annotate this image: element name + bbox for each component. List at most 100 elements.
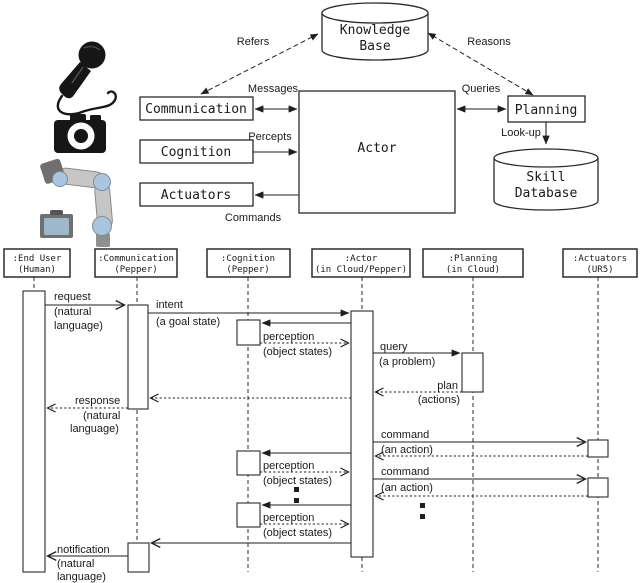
actuators-node: Actuators [139, 182, 254, 207]
lifeline-header-end-user: :End User (Human) [3, 248, 71, 278]
mic-cord [56, 90, 117, 116]
perception-label-1a: perception [263, 331, 314, 343]
activation-planning [461, 352, 484, 393]
header-box-cognition [206, 248, 291, 278]
intent-label-2: (a goal state) [156, 316, 220, 328]
mic-handle [59, 62, 91, 99]
message-perception-2: perception (object states) [260, 460, 350, 487]
message-command-1: command (an action) [373, 429, 588, 456]
lifeline-header-communication: :Communication (Pepper) [94, 248, 178, 278]
header-sub-communication: (Pepper) [114, 265, 157, 275]
sequence-diagram: request (natural language) intent (a goa… [3, 248, 638, 583]
notification-label-2: (natural [57, 558, 94, 570]
skill-database-cylinder [493, 158, 599, 211]
perception-label-3a: perception [263, 512, 314, 524]
header-sub-planning: (in Cloud) [446, 265, 500, 275]
mic-handle-ring [71, 66, 84, 84]
camera-lens-center [74, 129, 88, 143]
perception-label-1b: (object states) [263, 346, 332, 358]
commands-label: Commands [225, 212, 282, 224]
notification-label-1: notification [57, 544, 110, 556]
communication-box [139, 96, 254, 121]
refers-edge [200, 33, 319, 95]
header-box-end-user [3, 248, 71, 278]
message-plan: plan (actions) [374, 380, 462, 406]
planning-box [507, 95, 586, 123]
actuators-box [139, 182, 254, 207]
robot-control-box-screen [44, 218, 69, 235]
activation-cognition-1 [236, 319, 261, 346]
lifeline-header-actuators: :Actuators (UR5) [562, 248, 638, 278]
reasons-edge [427, 32, 534, 96]
message-perception-3: perception (object states) [260, 512, 350, 539]
response-label-1: response [75, 395, 120, 407]
knowledge-base-node: Knowledge Base [321, 2, 429, 61]
ellipsis-dot [294, 487, 299, 492]
queries-label: Queries [462, 83, 501, 95]
percepts-label: Percepts [248, 131, 292, 143]
ellipsis-cognition [294, 487, 299, 503]
query-label-2: (a problem) [379, 356, 435, 368]
response-label-2: (natural [83, 410, 120, 422]
camera-icon [54, 114, 106, 153]
knowledge-base-cylinder-top [321, 2, 429, 24]
notification-label-3: language) [57, 571, 106, 583]
message-intent: intent (a goal state) [148, 299, 350, 328]
message-query: query (a problem) [373, 341, 461, 368]
robot-arm-icon [40, 158, 113, 247]
header-sub-actuators: (UR5) [586, 265, 613, 275]
activation-cognition-2 [236, 450, 261, 476]
cognition-box [139, 139, 254, 164]
header-name-planning: :Planning [449, 254, 498, 264]
response-label-3: language) [70, 423, 119, 435]
perception-label-2a: perception [263, 460, 314, 472]
ellipsis-dot [420, 514, 425, 519]
planning-node: Planning [507, 95, 586, 123]
plan-label-2: (actions) [418, 394, 460, 406]
activation-end-user [22, 290, 46, 573]
message-command-2: command (an action) [373, 466, 588, 494]
activation-cognition-3 [236, 502, 261, 528]
header-sub-cognition: (Pepper) [226, 265, 269, 275]
request-label-3: language) [54, 320, 103, 332]
message-response: response (natural language) [46, 395, 128, 435]
cognition-label: Cognition [161, 145, 231, 160]
robot-base [96, 233, 110, 247]
skill-database-cylinder-top [493, 148, 599, 168]
header-sub-end-user: (Human) [18, 265, 56, 275]
lifeline-header-cognition: :Cognition (Pepper) [206, 248, 291, 278]
robot-elbow-joint [93, 173, 111, 191]
actor-label: Actor [357, 141, 396, 156]
robot-wrist-joint [52, 171, 68, 187]
header-name-communication: :Communication [98, 254, 174, 264]
activation-actuators-1 [587, 439, 609, 458]
command-label-2b: (an action) [381, 482, 433, 494]
mic-head [78, 41, 106, 69]
activation-communication-2 [127, 542, 150, 573]
header-name-end-user: :End User [13, 254, 62, 264]
header-name-actor: :Actor [345, 254, 378, 264]
message-notification: notification (natural language) [45, 544, 128, 583]
header-name-actuators: :Actuators [573, 254, 627, 264]
lifeline-header-planning: :Planning (in Cloud) [422, 248, 524, 278]
mic-head-grille [83, 45, 101, 51]
communication-label: Communication [145, 102, 247, 117]
ellipsis-dot [294, 498, 299, 503]
actuators-label: Actuators [161, 188, 231, 203]
skill-database-node: Skill Database [493, 148, 599, 211]
command-label-1a: command [381, 429, 429, 441]
message-perception-1: perception (object states) [260, 331, 350, 358]
perception-label-2b: (object states) [263, 475, 332, 487]
knowledge-base-label-line1: Knowledge [340, 23, 411, 38]
activation-actuators-2 [587, 477, 609, 498]
intent-label-1: intent [156, 299, 183, 311]
perception-label-3b: (object states) [263, 527, 332, 539]
header-name-cognition: :Cognition [221, 254, 275, 264]
activation-actor [350, 310, 374, 558]
knowledge-base-cylinder [321, 13, 429, 61]
header-box-communication [94, 248, 178, 278]
lookup-label: Look-up [501, 127, 541, 139]
reasons-label: Reasons [467, 36, 511, 48]
